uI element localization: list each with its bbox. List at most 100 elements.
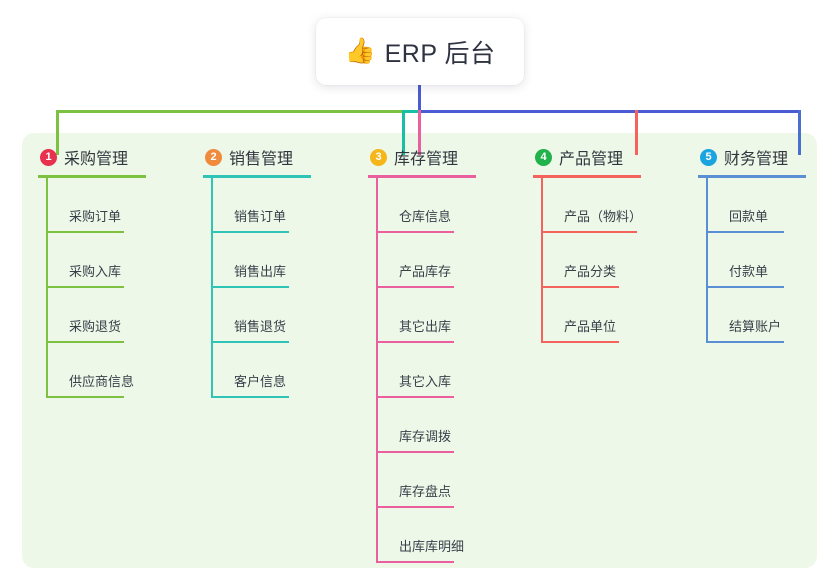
branch-item-underline xyxy=(211,341,289,343)
branch-item-label: 库存调拨 xyxy=(399,429,452,444)
connector-drop-1 xyxy=(56,110,59,155)
branch-item[interactable]: 采购退货 xyxy=(46,288,188,343)
branch-item[interactable]: 客户信息 xyxy=(211,343,353,398)
branch-underline xyxy=(38,175,146,178)
branch-number-badge: 5 xyxy=(700,148,717,166)
branch-item[interactable]: 结算账户 xyxy=(706,288,839,343)
branch-title: 产品管理 xyxy=(559,151,624,168)
branch-item-underline xyxy=(46,286,124,288)
root-node[interactable]: 👍 ERP 后台 xyxy=(316,18,524,85)
branch-item-underline xyxy=(376,396,454,398)
branch-item-underline xyxy=(46,341,124,343)
branch-item[interactable]: 其它入库 xyxy=(376,343,518,398)
branch-item-label: 付款单 xyxy=(729,264,769,279)
branch-item[interactable]: 仓库信息 xyxy=(376,178,518,233)
branch-item-underline xyxy=(211,396,289,398)
connector-drop-4 xyxy=(635,110,638,155)
branch-item[interactable]: 其它出库 xyxy=(376,288,518,343)
connector-drop-3 xyxy=(418,110,421,155)
branch-item-label: 仓库信息 xyxy=(399,209,452,224)
branch-underline xyxy=(203,175,311,178)
branch-spine xyxy=(211,178,213,398)
branch-item[interactable]: 产品库存 xyxy=(376,233,518,288)
branch-item-label: 回款单 xyxy=(729,209,769,224)
branch-column-3: 3 库存管理仓库信息产品库存其它出库其它入库库存调拨库存盘点出库库明细 xyxy=(368,143,518,563)
branch-item[interactable]: 采购订单 xyxy=(46,178,188,233)
branch-item-label: 结算账户 xyxy=(729,319,782,334)
branch-underline xyxy=(698,175,806,178)
branch-item[interactable]: 产品单位 xyxy=(541,288,683,343)
branch-item-underline xyxy=(46,231,124,233)
branch-title: 库存管理 xyxy=(394,151,459,168)
branch-item-label: 出库库明细 xyxy=(399,539,465,554)
branch-item-label: 产品单位 xyxy=(564,319,617,334)
branch-title: 销售管理 xyxy=(229,151,294,168)
branch-underline xyxy=(533,175,641,178)
branch-item-underline xyxy=(376,506,454,508)
branch-item-label: 销售订单 xyxy=(234,209,287,224)
branch-item-underline xyxy=(211,231,289,233)
branch-item-underline xyxy=(376,561,454,563)
branch-item-label: 其它入库 xyxy=(399,374,452,389)
branch-column-5: 5 财务管理回款单付款单结算账户 xyxy=(698,143,839,343)
branch-item-label: 销售出库 xyxy=(234,264,287,279)
branch-item[interactable]: 销售出库 xyxy=(211,233,353,288)
root-title: ERP 后台 xyxy=(384,39,496,68)
branch-item-label: 其它出库 xyxy=(399,319,452,334)
diagram-panel xyxy=(22,133,817,568)
connector-drop-5 xyxy=(798,110,801,155)
branch-item-underline xyxy=(376,286,454,288)
branch-item[interactable]: 产品分类 xyxy=(541,233,683,288)
branch-spine xyxy=(376,178,378,563)
branch-header-2[interactable]: 2 销售管理 xyxy=(203,143,353,171)
branch-item-label: 采购入库 xyxy=(69,264,122,279)
branch-item[interactable]: 采购入库 xyxy=(46,233,188,288)
thumbs-up-icon: 👍 xyxy=(344,37,376,65)
branch-item[interactable]: 付款单 xyxy=(706,233,839,288)
branch-item[interactable]: 供应商信息 xyxy=(46,343,188,398)
branch-item[interactable]: 出库库明细 xyxy=(376,508,518,563)
branch-item-underline xyxy=(541,341,619,343)
branch-item-label: 供应商信息 xyxy=(69,374,135,389)
branch-spine xyxy=(541,178,543,343)
branch-item-underline xyxy=(376,341,454,343)
branch-item-underline xyxy=(541,286,619,288)
branch-item[interactable]: 库存调拨 xyxy=(376,398,518,453)
branch-header-5[interactable]: 5 财务管理 xyxy=(698,143,839,171)
connector-root-stem xyxy=(418,85,421,112)
branch-item-underline xyxy=(706,286,784,288)
branch-spine xyxy=(46,178,48,398)
branch-item-list: 回款单付款单结算账户 xyxy=(706,178,839,343)
branch-spine xyxy=(706,178,708,343)
branch-item[interactable]: 库存盘点 xyxy=(376,453,518,508)
branch-title: 财务管理 xyxy=(724,151,789,168)
branch-item-list: 仓库信息产品库存其它出库其它入库库存调拨库存盘点出库库明细 xyxy=(376,178,518,563)
branch-item-underline xyxy=(541,231,637,233)
branch-item[interactable]: 销售退货 xyxy=(211,288,353,343)
branch-item-label: 采购退货 xyxy=(69,319,122,334)
branch-item-label: 采购订单 xyxy=(69,209,122,224)
branch-item-underline xyxy=(211,286,289,288)
branch-title: 采购管理 xyxy=(64,151,129,168)
branch-item-label: 销售退货 xyxy=(234,319,287,334)
branch-number-badge: 3 xyxy=(370,148,387,166)
branch-column-2: 2 销售管理销售订单销售出库销售退货客户信息 xyxy=(203,143,353,398)
branch-item-underline xyxy=(706,341,784,343)
branch-item-underline xyxy=(706,231,784,233)
branch-item-label: 产品（物料） xyxy=(564,209,643,224)
branch-item[interactable]: 产品（物料） xyxy=(541,178,683,233)
branch-underline xyxy=(368,175,476,178)
branch-item-list: 采购订单采购入库采购退货供应商信息 xyxy=(46,178,188,398)
connector-bus-blue xyxy=(418,110,801,113)
branch-number-badge: 2 xyxy=(205,148,222,166)
branch-header-3[interactable]: 3 库存管理 xyxy=(368,143,518,171)
branch-item[interactable]: 销售订单 xyxy=(211,178,353,233)
branch-item-label: 库存盘点 xyxy=(399,484,452,499)
branch-item-underline xyxy=(376,231,454,233)
branch-item[interactable]: 回款单 xyxy=(706,178,839,233)
connector-bus-green xyxy=(56,110,403,113)
